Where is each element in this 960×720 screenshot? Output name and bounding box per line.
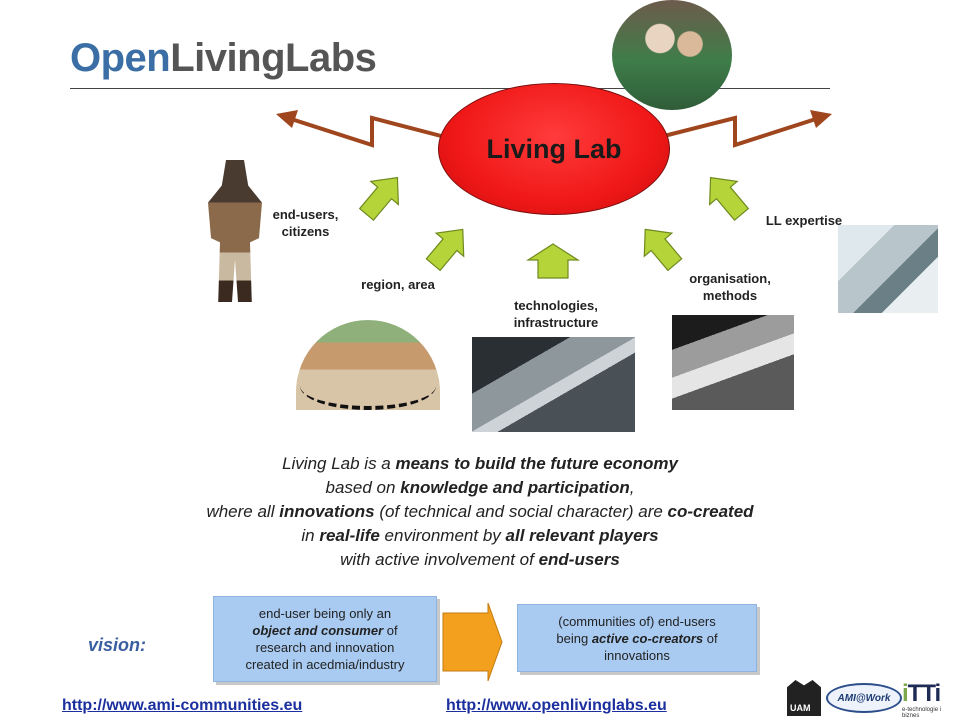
street-dashed-outline [300, 382, 436, 410]
statement-text: where all [206, 502, 280, 521]
itti-logo-i: i [902, 680, 909, 707]
vision-future-line: being active co-creators of [518, 630, 756, 647]
openlivinglabs-link[interactable]: http://www.openlivinglabs.eu [446, 697, 667, 714]
network-cable-photo [472, 337, 635, 432]
vision-current-emphasis: object and consumer [252, 623, 384, 638]
vision-transition-arrow [442, 602, 503, 682]
statement-text: with active involvement of [340, 550, 539, 569]
statement-emphasis: innovations [279, 502, 375, 521]
vision-current-line: research and innovation [255, 640, 395, 655]
statement-emphasis: co-created [667, 502, 754, 521]
statement-line-5: with active involvement of end-users [60, 548, 900, 572]
vision-future-box: (communities of) end-users being active … [517, 604, 757, 672]
living-lab-statement: Living Lab is a means to build the futur… [60, 452, 900, 572]
right-lightning-arrow [659, 115, 823, 148]
uam-logo [787, 680, 821, 716]
vision-future-emphasis: active co-creators [591, 630, 704, 646]
vision-current-line: object and consumer of [214, 622, 436, 639]
vision-future-text: being [556, 630, 592, 646]
factor-organisation: organisation, methods [689, 271, 771, 303]
arrow-region [425, 228, 465, 272]
statement-text: Living Lab is a [282, 454, 396, 473]
living-lab-label: Living Lab [486, 133, 622, 164]
title-divider [70, 88, 830, 89]
factor-expertise: LL expertise [765, 213, 843, 228]
statement-line-4: in real-life environment by all relevant… [60, 524, 900, 548]
statement-line-3: where all innovations (of technical and … [60, 500, 900, 524]
vision-current-text: of [383, 623, 398, 638]
statement-text: in [301, 526, 320, 545]
vision-current-box: end-user being only an object and consum… [213, 596, 437, 682]
vision-future-text: of [703, 630, 718, 646]
statement-emphasis: means to build the future economy [395, 454, 678, 473]
left-lightning-arrow [284, 115, 446, 148]
statement-text: environment by [379, 526, 506, 545]
office-workers-photo [838, 225, 938, 313]
statement-text: , [629, 478, 635, 497]
factor-region: region, area [361, 277, 435, 292]
left-arrow-head [276, 110, 298, 128]
living-lab-ellipse: Living Lab [438, 83, 670, 215]
uam-logo-text: UAM [790, 703, 811, 713]
ami-communities-link[interactable]: http://www.ami-communities.eu [62, 697, 303, 714]
statement-emphasis: all relevant players [505, 526, 659, 545]
title-open: Open [70, 36, 171, 80]
arrow-end-users [358, 176, 400, 222]
title-rest: LivingLabs [170, 36, 377, 80]
arrow-organisation [643, 228, 683, 272]
statement-emphasis: real-life [319, 526, 380, 545]
vision-future-line: innovations [604, 647, 670, 663]
statement-line-2: based on knowledge and participation, [60, 476, 900, 500]
statement-emphasis: end-users [538, 550, 620, 569]
itti-logo-text: TTi [907, 680, 942, 707]
vision-current-line: end-user being only an [258, 606, 392, 621]
itti-logo: iTTi [902, 680, 942, 708]
right-arrow-head [810, 110, 832, 128]
students-photo [612, 0, 732, 110]
statement-text: (of technical and social character) are [374, 502, 668, 521]
vision-label: vision: [88, 635, 147, 655]
vision-current-line: created in acedmia/industry [245, 657, 405, 672]
vision-future-line: (communities of) end-users [558, 613, 716, 629]
statement-text: based on [325, 478, 401, 497]
factor-end-users: end-users, citizens [272, 207, 339, 239]
page-title: OpenLivingLabs [70, 36, 377, 81]
ami-work-logo-text: AMI@Work [837, 692, 891, 704]
craftsman-photo [672, 315, 794, 410]
statement-line-1: Living Lab is a means to build the futur… [60, 452, 900, 476]
factor-technologies: technologies, infrastructure [513, 298, 599, 330]
arrow-expertise [708, 176, 750, 222]
ami-work-logo: AMI@Work [826, 683, 902, 713]
arrow-technologies [525, 243, 581, 279]
statement-emphasis: knowledge and participation [400, 478, 630, 497]
itti-logo-subtitle: e-technologie i biznes [902, 707, 942, 719]
